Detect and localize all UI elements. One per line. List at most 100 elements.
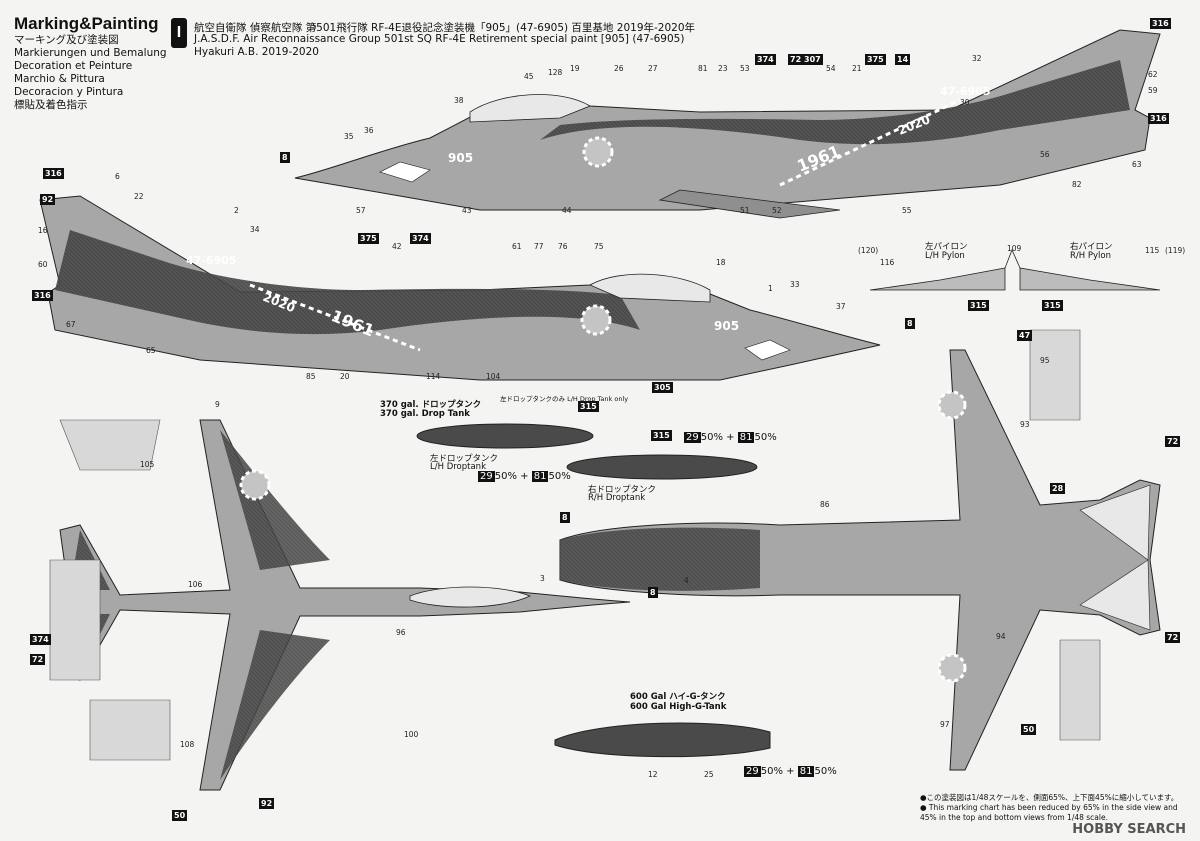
- callout-number: 67: [66, 320, 76, 329]
- callout-number: 19: [570, 64, 580, 73]
- side-view-right-aircraft: [39, 195, 881, 381]
- callout-number: 32: [972, 54, 982, 63]
- callout-number: 60: [38, 260, 48, 269]
- upper-nose-number: 905: [448, 151, 473, 165]
- callout-box: 50: [1021, 724, 1037, 735]
- callout-number: 30: [960, 98, 970, 107]
- tank-600-jp: 600 Gal ハイ-G-タンク: [630, 692, 726, 702]
- callout-box: 72: [1165, 436, 1181, 447]
- callout-number: 18: [716, 258, 726, 267]
- callout-number: 5: [312, 22, 317, 31]
- callout-number: 43: [462, 206, 472, 215]
- callout-number: 1: [768, 284, 773, 293]
- tank-370-jp: 370 gal. ドロップタンク: [380, 400, 482, 410]
- tank-lh-jp: 左ドロップタンク: [430, 454, 499, 464]
- lang-line-4: Decoracion y Pintura: [14, 86, 124, 98]
- callout-number: 3: [540, 574, 545, 583]
- callout-number: 2: [234, 206, 239, 215]
- callout-number: 61: [512, 242, 522, 251]
- callout-number: 45: [524, 72, 534, 81]
- callout-box: 374: [30, 634, 51, 645]
- callout-box: 375: [865, 54, 886, 65]
- callout-box: 92: [259, 798, 275, 809]
- callout-box: 316: [32, 290, 53, 301]
- pylon-code-116: 116: [880, 258, 895, 267]
- tank-370-en: 370 gal. Drop Tank: [380, 409, 470, 419]
- callout-number: 22: [134, 192, 144, 201]
- callout-number: 42: [392, 242, 402, 251]
- callout-box: 315: [578, 401, 599, 412]
- callout-number: 55: [902, 206, 912, 215]
- callout-number: 4: [684, 576, 689, 585]
- callout-number: 65: [146, 346, 156, 355]
- callout-box: 315: [1042, 300, 1063, 311]
- callout-number: 52: [772, 206, 782, 215]
- callout-number: 34: [250, 225, 260, 234]
- callout-box: 72: [1165, 632, 1181, 643]
- pylon-right-jp: 右パイロン: [1070, 242, 1113, 252]
- drop-tanks: [416, 423, 771, 758]
- callout-number: 94: [996, 632, 1006, 641]
- callout-box: 8: [648, 587, 658, 598]
- pylon-code-120: (120): [858, 246, 879, 255]
- callout-box: 307: [802, 54, 823, 65]
- callout-number: 82: [1072, 180, 1082, 189]
- tank-lh-only-note: 左ドロップタンクのみ L/H Drop Tank only: [500, 395, 629, 403]
- callout-number: 37: [836, 302, 846, 311]
- upper-serial: 47-6905: [940, 85, 991, 98]
- callout-box: 47: [1017, 330, 1033, 341]
- callout-number: 95: [1040, 356, 1050, 365]
- callout-number: 26: [614, 64, 624, 73]
- callout-box: 315: [968, 300, 989, 311]
- mix-color-29: 29: [684, 432, 701, 443]
- callout-box: 316: [1150, 18, 1171, 29]
- lang-line-1: Markierungen und Bemalung: [14, 47, 167, 59]
- callout-number: 23: [718, 64, 728, 73]
- callout-number: 21: [852, 64, 862, 73]
- callout-number: 93: [1020, 420, 1030, 429]
- callout-number: 81: [698, 64, 708, 73]
- callout-box: 14: [895, 54, 911, 65]
- callout-number: 86: [820, 500, 830, 509]
- callout-number: 114: [426, 372, 441, 381]
- lang-line-2: Decoration et Peinture: [14, 60, 133, 72]
- pylon-code-115: 115: [1145, 246, 1160, 255]
- pylon-right-en: R/H Pylon: [1070, 251, 1111, 261]
- top-view-aircraft: [59, 419, 631, 791]
- tank-lh-en: L/H Droptank: [430, 462, 486, 472]
- callout-box: 8: [560, 512, 570, 523]
- lang-line-3: Marchio & Pittura: [14, 73, 105, 85]
- callout-number: 128: [548, 68, 563, 77]
- callout-box: 316: [1148, 113, 1169, 124]
- callout-number: 53: [740, 64, 750, 73]
- callout-number: 54: [826, 64, 836, 73]
- callout-number: 100: [404, 730, 419, 739]
- callout-number: 106: [188, 580, 203, 589]
- callout-box: 315: [651, 430, 672, 441]
- callout-number: 104: [486, 372, 501, 381]
- callout-number: 9: [215, 400, 220, 409]
- callout-number: 38: [454, 96, 464, 105]
- lower-nose-number: 905: [714, 319, 739, 333]
- pylon-diagrams: [869, 248, 1161, 291]
- callout-number: 6: [115, 172, 120, 181]
- scheme-badge: I: [171, 18, 187, 48]
- callout-number: 56: [1040, 150, 1050, 159]
- callout-number: 12: [648, 770, 658, 779]
- callout-number: 63: [1132, 160, 1142, 169]
- callout-box: 305: [652, 382, 673, 393]
- callout-number: 105: [140, 460, 155, 469]
- callout-box: 374: [755, 54, 776, 65]
- mix-color-81: 81: [737, 432, 755, 443]
- subtitle-en: J.A.S.D.F. Air Reconnaissance Group 501s…: [194, 33, 685, 45]
- page-title: Marking&Painting: [14, 14, 159, 33]
- watermark: HOBBY SEARCH: [1072, 822, 1186, 837]
- callout-box: 375: [358, 233, 379, 244]
- scale-note: ●この塗装図は1/48スケールを、側面65%、上下面45%に縮小しています。 ●…: [920, 793, 1179, 822]
- right-side-panels: [1029, 329, 1101, 741]
- callout-number: 85: [306, 372, 316, 381]
- tank-rh-en: R/H Droptank: [588, 493, 646, 503]
- callout-number: 20: [340, 372, 350, 381]
